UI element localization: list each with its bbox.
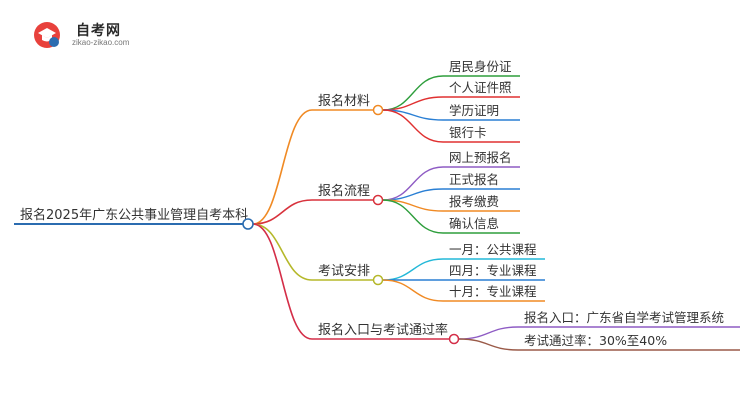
branch-node bbox=[448, 333, 460, 345]
branch-label: 报名入口与考试通过率 bbox=[318, 322, 448, 338]
branch-connector bbox=[252, 109, 313, 225]
leaf-label: 居民身份证 bbox=[449, 59, 512, 74]
leaf-label: 确认信息 bbox=[449, 216, 499, 231]
branch-node bbox=[372, 274, 384, 286]
branch-label: 考试安排 bbox=[318, 264, 370, 279]
branch-label: 报名材料 bbox=[318, 93, 370, 109]
leaf-connector bbox=[382, 75, 444, 111]
branch-connector bbox=[252, 223, 313, 281]
branch-connector bbox=[252, 223, 313, 340]
leaf-label: 十月：专业课程 bbox=[449, 284, 537, 299]
branch-node bbox=[372, 194, 384, 206]
leaf-label: 四月：专业课程 bbox=[449, 263, 537, 278]
leaf-connector bbox=[382, 258, 444, 281]
leaf-label: 学历证明 bbox=[449, 103, 499, 118]
leaf-connector bbox=[382, 279, 444, 302]
leaf-connector bbox=[458, 338, 519, 351]
leaf-label: 一月：公共课程 bbox=[449, 242, 537, 257]
leaf-label: 网上预报名 bbox=[449, 150, 512, 165]
root-label: 报名2025年广东公共事业管理自考本科 bbox=[20, 207, 248, 223]
branch-node bbox=[372, 104, 384, 116]
leaf-connector bbox=[382, 199, 444, 234]
leaf-label: 考试通过率：30%至40% bbox=[524, 333, 667, 348]
leaf-label: 报考缴费 bbox=[449, 194, 499, 209]
leaf-connector bbox=[382, 109, 444, 143]
branch-connector bbox=[252, 199, 313, 225]
branch-label: 报名流程 bbox=[318, 183, 370, 199]
logo-name: 自考网 bbox=[76, 23, 121, 39]
leaf-label: 银行卡 bbox=[449, 125, 487, 140]
leaf-label: 报名入口：广东省自学考试管理系统 bbox=[524, 310, 724, 325]
logo-url: zikao-zikao.com bbox=[72, 38, 130, 47]
leaf-label: 个人证件照 bbox=[449, 80, 512, 95]
site-logo: 自考网 zikao-zikao.com bbox=[32, 20, 142, 50]
leaf-connector bbox=[458, 326, 519, 340]
root-node bbox=[242, 218, 254, 230]
leaf-label: 正式报名 bbox=[449, 172, 499, 187]
leaf-connector bbox=[382, 96, 444, 111]
graduation-cap-icon bbox=[34, 22, 60, 48]
